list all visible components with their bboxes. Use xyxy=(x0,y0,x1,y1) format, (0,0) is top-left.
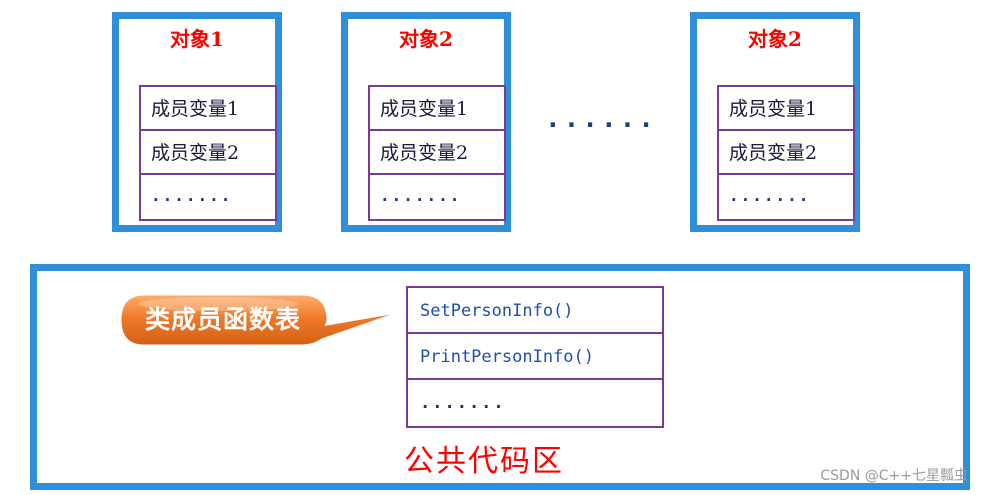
object-title: 对象2 xyxy=(399,27,453,51)
function-row: PrintPersonInfo() xyxy=(408,334,662,380)
member-variable-row: 成员变量2 xyxy=(370,131,504,175)
member-variable-row: 成员变量1 xyxy=(141,87,275,131)
object-box-1: 对象1 成员变量1 成员变量2 ....... xyxy=(112,12,282,232)
member-variable-row: 成员变量2 xyxy=(141,131,275,175)
callout-bubble-shape xyxy=(118,292,409,348)
member-function-table-callout: 类成员函数表 xyxy=(118,288,409,352)
object-title: 对象1 xyxy=(170,27,224,51)
object-box-3: 对象2 成员变量1 成员变量2 ....... xyxy=(690,12,860,232)
member-ellipsis-row: ....... xyxy=(729,186,811,205)
member-ellipsis-row: ....... xyxy=(151,186,233,205)
code-area-label: 公共代码区 xyxy=(404,444,564,479)
member-function-table: SetPersonInfo() PrintPersonInfo() ......… xyxy=(406,286,664,428)
member-variable-table: 成员变量1 成员变量2 ....... xyxy=(717,85,855,221)
object-box-2: 对象2 成员变量1 成员变量2 ....... xyxy=(341,12,511,232)
ellipsis-between-objects: ...... xyxy=(545,104,657,134)
member-variable-row: 成员变量1 xyxy=(370,87,504,131)
member-variable-row: 成员变量1 xyxy=(719,87,853,131)
member-ellipsis-row: ....... xyxy=(380,186,462,205)
member-variable-table: 成员变量1 成员变量2 ....... xyxy=(139,85,277,221)
member-variable-table: 成员变量1 成员变量2 ....... xyxy=(368,85,506,221)
function-ellipsis-row: ....... xyxy=(420,393,506,413)
callout-label: 类成员函数表 xyxy=(144,305,301,334)
watermark: CSDN @C++七星瓢虫 xyxy=(820,468,968,484)
object-title: 对象2 xyxy=(748,27,802,51)
member-variable-row: 成员变量2 xyxy=(719,131,853,175)
function-row: SetPersonInfo() xyxy=(408,288,662,334)
